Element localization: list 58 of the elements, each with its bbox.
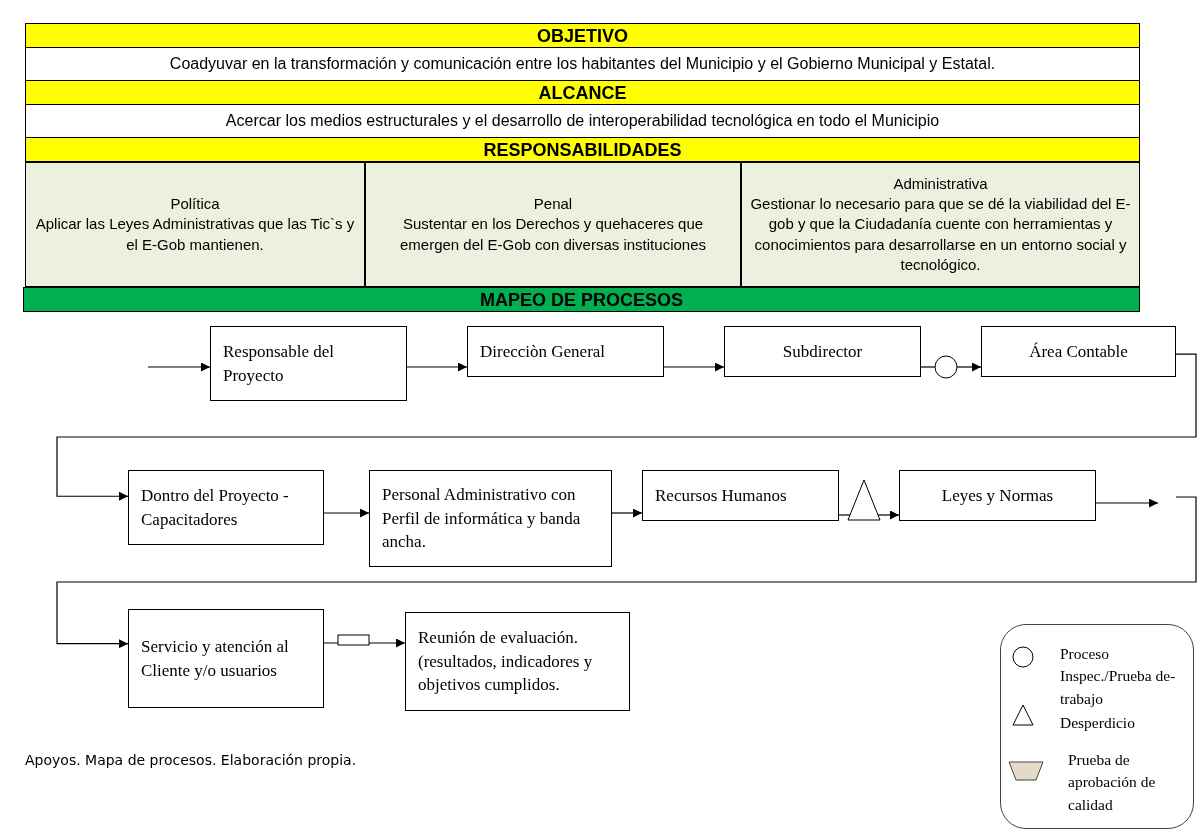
text-row <box>25 48 1140 80</box>
legend-text: Proceso Inspec./Prueba de-trabajo <box>1060 644 1177 709</box>
section-heading: RESPONSABILIDADES <box>483 140 682 159</box>
process-box <box>210 326 407 401</box>
quality-test-box <box>337 634 370 646</box>
arrow <box>406 362 468 372</box>
cell-heading: Penal <box>533 194 573 215</box>
process-box <box>724 326 921 377</box>
arrow <box>323 508 370 518</box>
legend-text: Prueba de aprobación de calidad <box>1068 750 1157 815</box>
section-heading: MAPEO DE PROCESOS <box>479 290 683 309</box>
process-label: Servicio y atención al Cliente y/o usuarios <box>141 635 290 682</box>
process-label: Área Contable <box>1029 340 1128 363</box>
section-header <box>25 137 1140 162</box>
section-heading: OBJETIVO <box>537 26 628 45</box>
arrow <box>56 496 1197 649</box>
table-cell <box>741 162 1140 287</box>
process-box <box>981 326 1176 377</box>
arrow <box>1095 498 1159 508</box>
arrow <box>877 510 900 520</box>
process-label: Subdirector <box>782 340 863 363</box>
source-note: Apoyos. Mapa de procesos. Elaboración propia. <box>25 752 357 768</box>
arrow <box>56 353 1197 501</box>
section-heading: ALCANCE <box>538 83 627 102</box>
process-label: Dontro del Proyecto - Capacitadores <box>141 484 290 531</box>
table-cell <box>365 162 741 287</box>
statement-text: Acercar los medios estructurales y el desarrollo de interoperabilidad tecnológica en todo el Municipio <box>225 110 940 131</box>
process-label: Personal Administrativo con Perfil de informática y banda ancha. <box>382 483 582 554</box>
process-label: Responsable del Proyecto <box>223 340 335 387</box>
cell-heading: Política <box>170 194 220 215</box>
cell-text: Gestionar lo necesario para que se dé la viabilidad del E- gob y que la Ciudadanía cuente con herramientas y conocimientos para desarrollarse en un entorno social y tecnológico. <box>749 194 1132 275</box>
process-box <box>899 470 1096 521</box>
process-label: Reunión de evaluación. (resultados, indicadores y objetivos cumplidos. <box>418 626 594 697</box>
process-label: Recursos Humanos <box>655 484 787 507</box>
process-box <box>642 470 839 521</box>
section-header <box>23 287 1140 312</box>
process-box <box>405 612 630 711</box>
statement-text: Coadyuvar en la transformación y comunicación entre los habitantes del Municipio y el Gobierno Municipal y Estatal. <box>169 53 996 74</box>
waste-triangle <box>847 479 881 521</box>
process-box <box>369 470 612 567</box>
process-label: Leyes y Normas <box>941 484 1054 507</box>
process-box <box>467 326 664 377</box>
process-label: Direcciòn General <box>480 340 606 363</box>
cell-heading: Administrativa <box>893 173 988 194</box>
legend-text: Desperdicio <box>1060 713 1136 733</box>
cell-text: Aplicar las Leyes Administrativas que las Tic`s y el E-Gob mantienen. <box>34 214 356 255</box>
cell-text: Sustentar en los Derechos y quehaceres que emergen del E-Gob con diversas instituciones <box>399 214 707 255</box>
arrow <box>956 362 982 372</box>
section-header <box>25 23 1140 48</box>
text-row <box>25 105 1140 137</box>
arrow <box>611 508 643 518</box>
arrow <box>147 362 211 372</box>
process-box <box>128 470 324 545</box>
table-cell <box>25 162 365 287</box>
process-box <box>128 609 324 708</box>
arrow <box>663 362 725 372</box>
inspection-circle <box>934 355 958 379</box>
section-header <box>25 80 1140 105</box>
